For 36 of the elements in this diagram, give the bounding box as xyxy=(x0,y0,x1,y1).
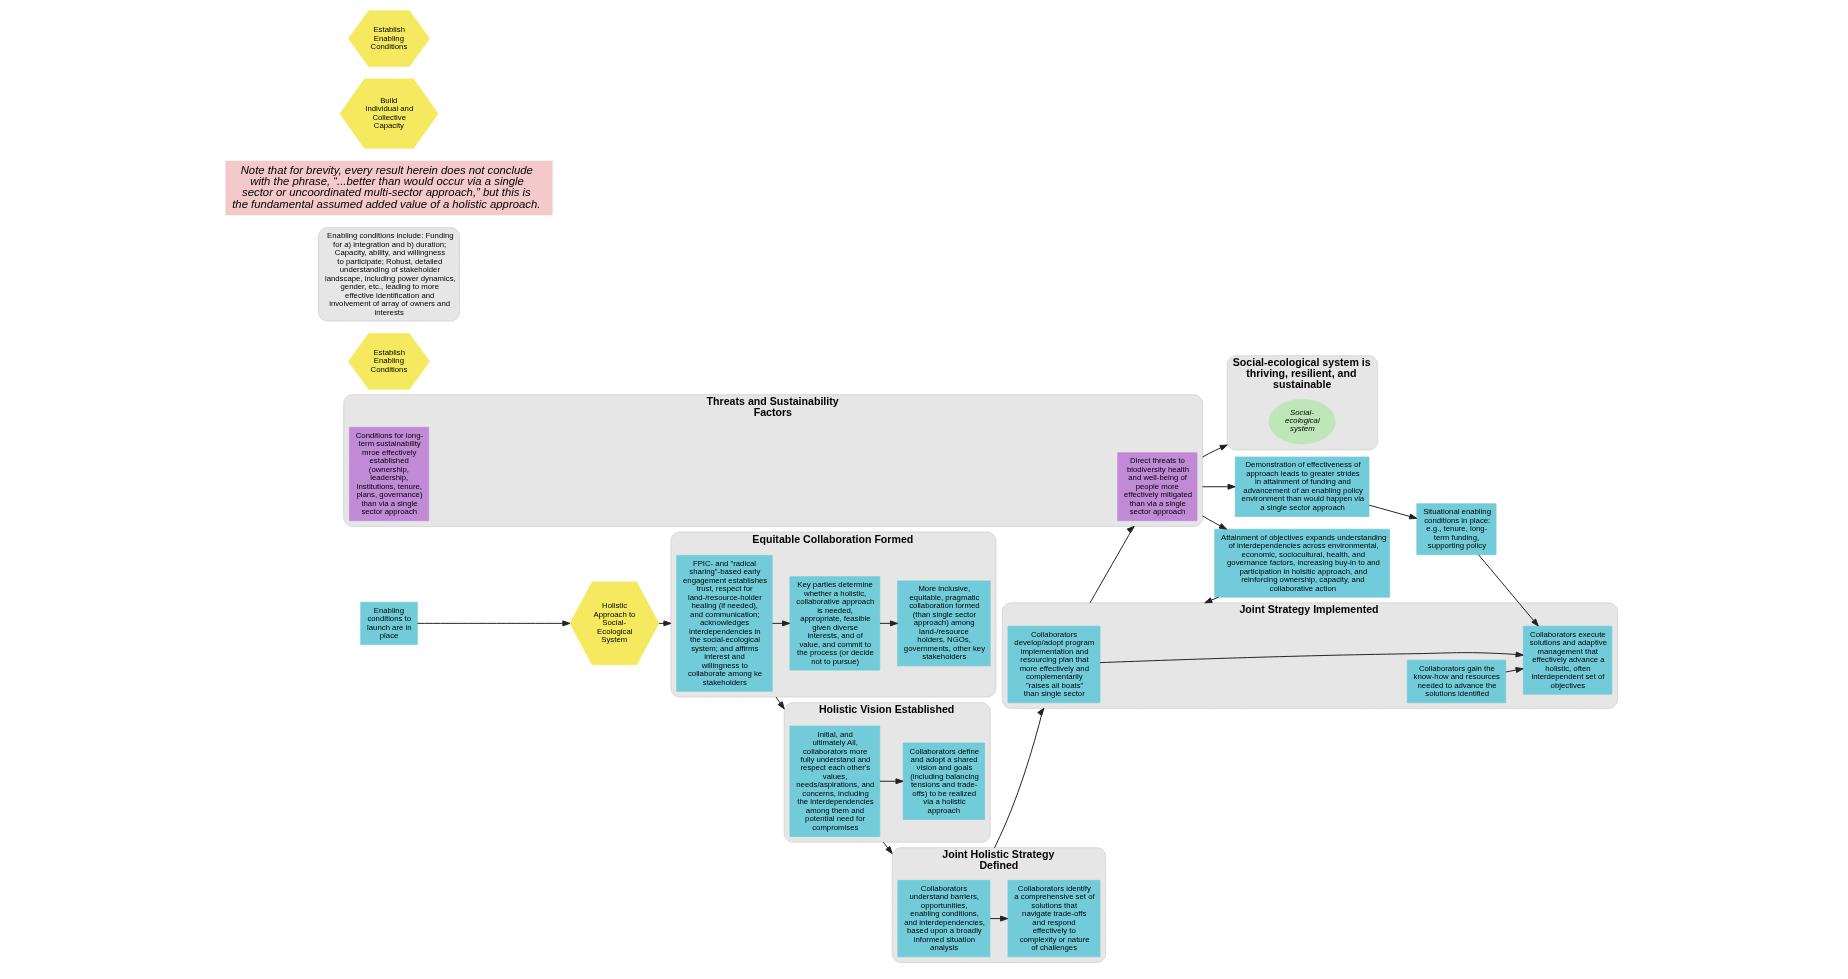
arrow xyxy=(1201,483,1236,490)
arrow xyxy=(1099,651,1524,664)
node-box: Collaborators execute solutions and adaptive management that effectively advance a holistic, often interdependent set of objectives xyxy=(1522,625,1612,695)
node-box: Collaborators define and adopt a shared vision and goals (including balancing tensions and trade-offs) to be realized via a holistic approach xyxy=(902,742,985,820)
node-box: Enabling conditions include: Funding for a) integration and b) duration; Capacity, ability, and willingness to participate; Robust, detailed understanding of stakeholder landscape, including power dynamics, gender, etc., leading to more effective identification and involvement of array of owners and interests xyxy=(317,227,460,322)
node-box: Note that for brevity, every result herein does not conclude with the phrase, “...better than would occur via a single sector or uncoordinated multi-sector approach,” but this is the fundamental assumed added value of a holistic approach. xyxy=(224,160,553,216)
arrow xyxy=(1504,667,1524,673)
arrow xyxy=(878,778,903,785)
arrow xyxy=(882,841,893,855)
arrow xyxy=(989,915,1008,922)
node-box: Collaborators gain the know-how and resources needed to advance the solutions identified xyxy=(1406,659,1506,703)
arrow xyxy=(1089,525,1135,604)
node-box: Collaborators understand barriers, opportunities, enabling conditions, and interdependencies, based upon a broadly informed situation analysis xyxy=(897,880,990,958)
node-box: Direct threats to biodiversity health and well-being of people more effectively mitigated than via a single sector approach xyxy=(1116,452,1197,522)
arrow xyxy=(1368,504,1417,520)
node-ellipse: Social-ecological system xyxy=(1268,398,1336,445)
node-box: Situational enabling conditions in place: e.g., tenure, long-term funding, supporting policy xyxy=(1415,503,1496,556)
node-box: Enabling conditions to launch are in place xyxy=(359,601,418,645)
node-box: Collaborators identify a comprehensive set of solutions that navigate trade-offs and respond effectively to complexity or nature of challenges xyxy=(1007,880,1100,958)
arrow xyxy=(993,707,1044,849)
node-box: Key parties determine whether a holistic, collaborative approach is needed, appropriate, feasible given diverse interests, and of value, and commit to the process (or decide not to pursue) xyxy=(789,576,880,671)
arrow xyxy=(1201,444,1228,458)
arrow xyxy=(1201,515,1227,530)
arrow xyxy=(774,696,785,710)
node-box: More inclusive, equitable, pragmatic collaboration formed (than single sector approach) among land-/resource holders, NGOs, governments, other key stakeholders xyxy=(896,580,991,667)
arrow xyxy=(1477,554,1539,627)
node-box: Attainment of objectives expands understanding of interdependencies across environmental, economic, sociocultural, health, and governance factors, increasing buy-in to and participation in holsitic approach, and reinforcing ownership, capacity, and collaborative action xyxy=(1213,528,1390,598)
node-box: Initial, and ultimately All, collaborators more fully understand and respect each other's values, needs/aspirations, and concerns, including the interdependencies among them and potential need for compromises xyxy=(789,725,880,837)
node-box: FPIC- and "radical sharing"-based early engagement establishes trust, respect for land-/resource-holder healing (if needed), and communication; acknowledges interdependencies in the social-ecological system; and affirms interest and willingness to collaborate among ke stakeholders xyxy=(675,555,773,692)
node-box: Demonstration of effectiveness of approach leads to greater strides in attainment of funding and advancement of an enabling policy environment than would happen via a single sector approach xyxy=(1234,456,1369,517)
arrow xyxy=(1203,596,1219,604)
arrow xyxy=(416,620,570,627)
arrow xyxy=(771,620,790,627)
node-box: Conditions for long-term sustainability mroe effectively established (ownership, leadership, institutions, tenure, plans, governance) than via a single sector approach xyxy=(348,426,429,522)
arrow xyxy=(878,620,898,627)
node-box: Collaborators develop/adopt program implementation and resourcing plan that more effectively and complementarily "raises all boats" than single sector xyxy=(1007,625,1100,703)
